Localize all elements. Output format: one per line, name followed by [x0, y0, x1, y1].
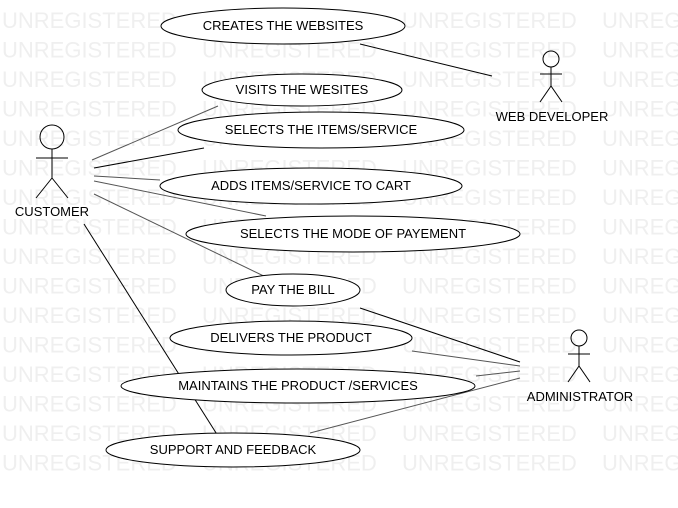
watermark-text: UNREGISTERED — [2, 67, 177, 92]
watermark-text: UNREGISTERED — [602, 333, 678, 358]
watermark-text: UNREGISTERED — [602, 185, 678, 210]
watermark-text: UNREGISTERED — [2, 274, 177, 299]
use-case-label: SUPPORT AND FEEDBACK — [150, 442, 317, 457]
connectors — [83, 43, 521, 437]
actor-label: CUSTOMER — [15, 204, 89, 219]
watermark-text: UNREGISTERED — [602, 421, 678, 446]
actor-web-developer[interactable]: WEB DEVELOPER — [496, 50, 609, 124]
watermark-text: UNREGISTERED — [2, 392, 177, 417]
watermark-text: UNREGISTERED — [2, 185, 177, 210]
use-case-support-feedback[interactable]: SUPPORT AND FEEDBACK — [105, 432, 361, 468]
watermark-text: UNREGISTERED — [2, 244, 177, 269]
use-case-creates-websites[interactable]: CREATES THE WEBSITES — [160, 7, 406, 45]
watermark-text: UNREGISTERED — [602, 303, 678, 328]
watermark-text: UNREGISTERED — [402, 67, 577, 92]
watermark-text: UNREGISTERED — [602, 126, 678, 151]
stick-figure-icon — [567, 329, 591, 383]
use-case-label: DELIVERS THE PRODUCT — [210, 330, 372, 345]
watermark-text: UNREGISTERED — [2, 303, 177, 328]
use-case-label: CREATES THE WEBSITES — [203, 18, 364, 33]
connector-customer-paybill — [93, 193, 273, 281]
use-case-adds-to-cart[interactable]: ADDS ITEMS/SERVICE TO CART — [159, 167, 463, 205]
use-case-selects-items[interactable]: SELECTS THE ITEMS/SERVICE — [177, 111, 465, 149]
watermark-text: UNREGISTERED — [402, 97, 577, 122]
watermark-text: UNREGISTERED — [402, 274, 577, 299]
actor-label: WEB DEVELOPER — [496, 109, 609, 124]
connector-admin-maintains — [475, 370, 521, 377]
watermark-text: UNREGISTERED — [2, 215, 177, 240]
watermark-text: UNREGISTERED — [602, 392, 678, 417]
use-case-label: ADDS ITEMS/SERVICE TO CART — [211, 178, 411, 193]
watermark-text: UNREGISTERED — [602, 97, 678, 122]
use-case-selects-payment[interactable]: SELECTS THE MODE OF PAYEMENT — [185, 215, 521, 253]
actor-label: ADMINISTRATOR — [527, 389, 633, 404]
watermark-text: UNREGISTERED — [602, 215, 678, 240]
use-case-label: PAY THE BILL — [251, 282, 335, 297]
actor-administrator[interactable]: ADMINISTRATOR — [527, 329, 633, 404]
watermark-text: UNREGISTERED — [2, 38, 177, 63]
watermark-text: UNREGISTERED — [602, 8, 678, 33]
connector-customer-support — [83, 223, 219, 437]
stick-figure-icon — [539, 50, 563, 103]
watermark-text: UNREGISTERED — [602, 67, 678, 92]
use-case-maintains-product[interactable]: MAINTAINS THE PRODUCT /SERVICES — [120, 368, 476, 404]
connector-admin-paybill — [359, 307, 521, 363]
actor-customer[interactable]: CUSTOMER — [15, 124, 89, 219]
watermark-text: UNREGISTERED — [602, 362, 678, 387]
watermark-text: UNREGISTERED — [402, 303, 577, 328]
watermark-text: UNREGISTERED — [2, 97, 177, 122]
watermark-text: UNREGISTERED — [602, 451, 678, 476]
watermark-text: UNREGISTERED — [402, 8, 577, 33]
watermark-text: UNREGISTERED — [402, 38, 577, 63]
use-case-label: VISITS THE WESITES — [236, 82, 369, 97]
watermark-text: UNREGISTERED — [2, 156, 177, 181]
connector-customer-selects — [93, 147, 205, 169]
use-case-label: SELECTS THE ITEMS/SERVICE — [225, 122, 418, 137]
watermark-text: UNREGISTERED — [2, 333, 177, 358]
watermark-text: UNREGISTERED — [2, 8, 177, 33]
use-case-visits-websites[interactable]: VISITS THE WESITES — [201, 73, 403, 107]
watermark-text: UNREGISTERED — [402, 451, 577, 476]
watermark-text: UNREGISTERED — [602, 156, 678, 181]
connector-webdev-creates — [359, 43, 493, 77]
connector-admin-delivers — [411, 350, 521, 367]
connector-admin-support — [309, 377, 521, 434]
watermark-text: UNREGISTERED — [602, 274, 678, 299]
use-case-label: SELECTS THE MODE OF PAYEMENT — [240, 226, 466, 241]
watermark-text: UNREGISTERED — [602, 38, 678, 63]
watermark-text: UNREGISTERED — [402, 421, 577, 446]
watermark-text: UNREGISTERED — [2, 126, 177, 151]
connector-customer-adds — [93, 175, 161, 181]
use-case-pay-bill[interactable]: PAY THE BILL — [225, 273, 361, 307]
connector-customer-payment — [93, 180, 267, 217]
use-case-label: MAINTAINS THE PRODUCT /SERVICES — [178, 378, 418, 393]
watermark-text: UNREGISTERED — [602, 244, 678, 269]
use-case-delivers-product[interactable]: DELIVERS THE PRODUCT — [169, 320, 413, 356]
stick-figure-icon — [35, 124, 69, 199]
connector-customer-visits — [91, 105, 219, 161]
